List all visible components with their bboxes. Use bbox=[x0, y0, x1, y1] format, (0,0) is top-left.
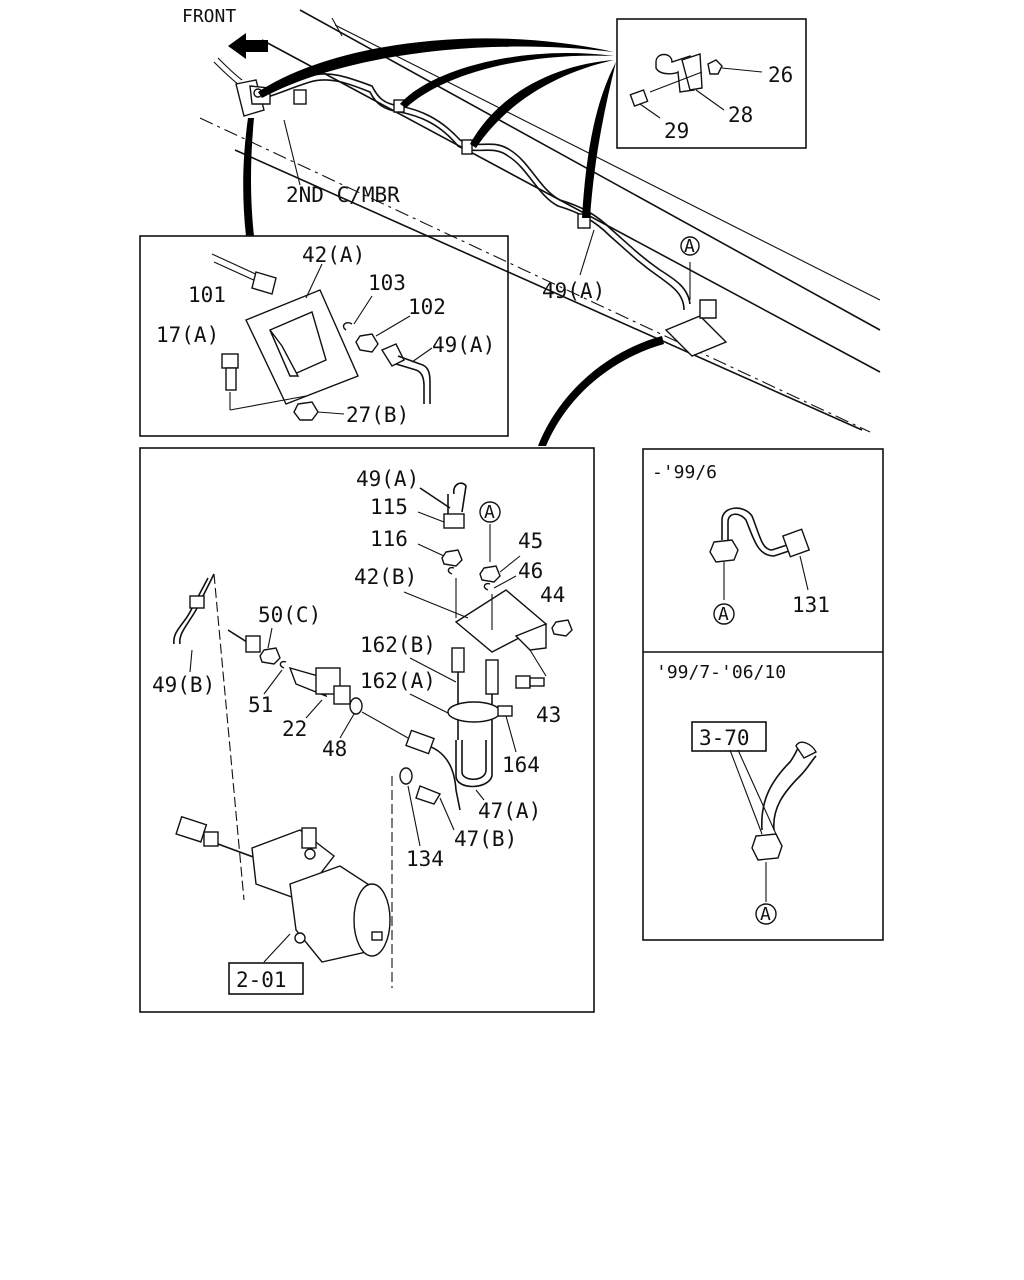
marker-a-v2: A bbox=[760, 904, 771, 925]
label-49a-box: 49(A) bbox=[432, 333, 495, 357]
bracket-detail: 101 42(A) 103 102 49(A) 17(A) 27(B) bbox=[156, 243, 495, 427]
variant-box bbox=[642, 448, 884, 941]
ref-box-370 bbox=[691, 721, 767, 752]
label-49a-main: 49(A) bbox=[356, 467, 419, 491]
label-162a: 162(A) bbox=[360, 669, 436, 693]
right-bracket: A bbox=[664, 236, 728, 357]
label-49a-top: 49(A) bbox=[542, 279, 605, 303]
callout-swooshes bbox=[243, 38, 664, 446]
label-48: 48 bbox=[322, 737, 347, 761]
label-116: 116 bbox=[370, 527, 408, 551]
label-28: 28 bbox=[728, 103, 753, 127]
marker-a-v1: A bbox=[718, 604, 729, 625]
ref-box-201 bbox=[228, 962, 304, 995]
label-162b: 162(B) bbox=[360, 633, 436, 657]
variant-2: '99/7-'06/10 3-70 A bbox=[656, 662, 817, 925]
label-42b: 42(B) bbox=[354, 565, 417, 589]
label-134: 134 bbox=[406, 847, 444, 871]
label-49b: 49(B) bbox=[152, 673, 215, 697]
variant-2-title: '99/7-'06/10 bbox=[656, 662, 786, 683]
label-370: 3-70 bbox=[699, 726, 750, 750]
label-45: 45 bbox=[518, 529, 543, 553]
label-131: 131 bbox=[792, 593, 830, 617]
bracket-detail-box bbox=[139, 235, 509, 437]
arrow-left-icon bbox=[228, 33, 268, 59]
label-member: 2ND C/MBR bbox=[286, 183, 400, 207]
label-47b: 47(B) bbox=[454, 827, 517, 851]
marker-a-main: A bbox=[484, 502, 495, 523]
clip-detail-box bbox=[616, 18, 807, 149]
label-43: 43 bbox=[536, 703, 561, 727]
label-103: 103 bbox=[368, 271, 406, 295]
label-47a: 47(A) bbox=[478, 799, 541, 823]
clip-detail: 26 29 28 bbox=[629, 53, 793, 143]
label-51: 51 bbox=[248, 693, 273, 717]
label-101: 101 bbox=[188, 283, 226, 307]
label-26: 26 bbox=[768, 63, 793, 87]
label-164: 164 bbox=[502, 753, 540, 777]
front-label: FRONT bbox=[182, 6, 236, 27]
main-assembly: 49(A) 115 116 A 45 46 42(B) 44 bbox=[152, 467, 573, 995]
label-29: 29 bbox=[664, 119, 689, 143]
label-201: 2-01 bbox=[236, 968, 287, 992]
variant-1-title: -'99/6 bbox=[652, 462, 717, 483]
label-44: 44 bbox=[540, 583, 565, 607]
main-assembly-box bbox=[139, 447, 595, 1013]
rail-bracket bbox=[213, 57, 271, 117]
label-102: 102 bbox=[408, 295, 446, 319]
label-42a: 42(A) bbox=[302, 243, 365, 267]
variant-1: -'99/6 A 131 bbox=[652, 462, 830, 625]
label-17a: 17(A) bbox=[156, 323, 219, 347]
label-50c: 50(C) bbox=[258, 603, 321, 627]
label-46: 46 bbox=[518, 559, 543, 583]
label-115: 115 bbox=[370, 495, 408, 519]
label-22: 22 bbox=[282, 717, 307, 741]
front-arrow: FRONT bbox=[182, 6, 268, 59]
label-27b: 27(B) bbox=[346, 403, 409, 427]
marker-a-top: A bbox=[684, 236, 695, 257]
